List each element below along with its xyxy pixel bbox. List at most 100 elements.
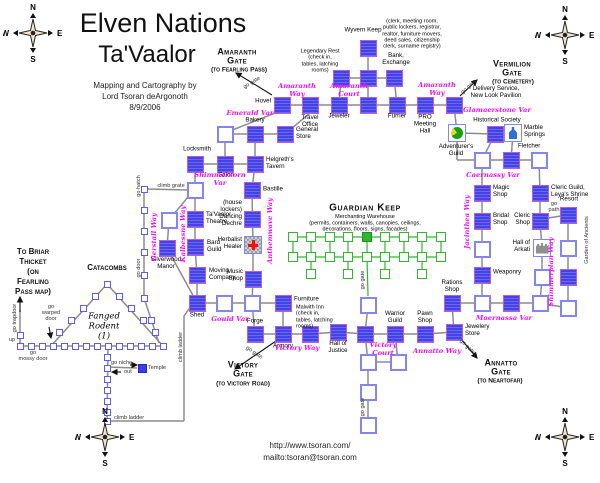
- up-note: up: [8, 336, 16, 343]
- map-credits: Mapping and Cartography by Lord Tsoran d…: [93, 81, 197, 113]
- street-gould-var: Gould Var: [211, 315, 249, 324]
- armory-label: Armory: [273, 342, 293, 350]
- locksmith: [186, 155, 204, 173]
- gerstall-open: [160, 211, 178, 229]
- weaponry-label: Weaponry: [493, 268, 522, 276]
- hall-of-arkati-icon: [535, 242, 549, 254]
- keep-room: [343, 232, 353, 242]
- court-open-e: [389, 353, 407, 371]
- travel-office-label: Travel Office: [301, 114, 319, 128]
- amaranth-way-room: [359, 96, 377, 114]
- cata-sq: [139, 316, 147, 324]
- keep-room: [288, 232, 298, 242]
- keep-room: [417, 252, 427, 262]
- cata-sq: [49, 342, 57, 350]
- temple-label: Temple: [148, 364, 167, 371]
- street-caernassy-var: Caernassy Var: [466, 171, 520, 180]
- street-jacinthea-way: Jacinthea Way: [463, 195, 472, 249]
- adventurers-guild-label: Adventurer's Guild: [438, 143, 474, 157]
- music-shop-label: Music Shop: [226, 268, 243, 282]
- fletcher-row-open-e: [530, 151, 548, 169]
- court-open-bottom: [359, 416, 377, 434]
- svg-text:E: E: [589, 433, 595, 442]
- svg-text:W: W: [535, 433, 541, 442]
- herbalist-healer-icon: [248, 240, 258, 250]
- svg-text:W: W: [3, 29, 9, 38]
- keep-room: [380, 232, 390, 242]
- pro-meeting-hall: [416, 96, 434, 114]
- resort-col-open-2: [559, 299, 577, 317]
- mossy-door-note: go mossy door: [18, 349, 48, 362]
- svg-text:N: N: [562, 407, 568, 416]
- furniture-label: Furniture: [294, 295, 319, 303]
- gould-open-2: [243, 294, 261, 312]
- keep-room: [417, 269, 427, 279]
- jewelery-store-label: Jewelery Store: [465, 323, 490, 337]
- svg-text:N: N: [30, 3, 36, 12]
- dancing-label: (house lockers) Dancing Dechre: [219, 199, 242, 227]
- svg-text:N: N: [102, 407, 108, 416]
- keep-room: [399, 232, 409, 242]
- cata-sq: [82, 342, 90, 350]
- amaranth-gate-title2: Gate: [227, 55, 247, 66]
- path-sq: [140, 185, 148, 193]
- street-amaranth-court: Amaranth Court: [330, 82, 368, 98]
- street-amaranth-way-e: Amaranth Way: [418, 81, 456, 97]
- garden-row-room: [559, 268, 577, 286]
- jeweler-label: Jeweler: [328, 112, 350, 120]
- street-annatto-way: Annatto Way: [412, 347, 462, 356]
- fletcher-row-open-w: [473, 151, 491, 169]
- keep-room: [325, 252, 335, 262]
- dancing-dechre: [243, 210, 261, 228]
- vermilion-gate-title: Vermilion: [492, 58, 532, 69]
- fanged-rodent-label: Fanged Rodent (1): [88, 311, 120, 341]
- wyvern-keep-label: Wyvern Keep: [344, 26, 382, 34]
- go-hatch-note: go hatch: [135, 175, 142, 197]
- out-note: out: [124, 368, 132, 375]
- travel-office: [301, 96, 319, 114]
- shed: [188, 294, 206, 312]
- keep-clerk-note: (clerk, meeting room, public lockers, re…: [382, 18, 442, 50]
- herbalist-healer: [244, 236, 262, 254]
- keep-room: [436, 252, 446, 262]
- bank-exchange: [385, 69, 403, 87]
- salon: [216, 155, 234, 173]
- fletcher: [502, 151, 520, 169]
- jewelery-store: [445, 323, 463, 341]
- hall-of-justice: [329, 323, 347, 341]
- delivery-note: Delivery Service, New Look Pavilion: [470, 85, 522, 99]
- historical-society: [486, 125, 504, 143]
- climb-grate-note: climb grate: [157, 182, 185, 189]
- street-shimmersorn-var: Shimmersorn Var: [194, 171, 246, 187]
- cleric-shop-label: Cleric Shop: [514, 212, 530, 226]
- go-gate-court: go gate: [359, 397, 366, 417]
- street-emerald-var: Emerald Var: [226, 109, 274, 118]
- svg-text:S: S: [562, 459, 568, 467]
- bastille: [243, 181, 261, 199]
- keep-room: [362, 252, 372, 262]
- cata-sq: [93, 342, 101, 350]
- marble-springs-label: Marble Springs: [524, 124, 545, 138]
- keep-room: [306, 269, 316, 279]
- victory-gate-title: Victory: [227, 359, 259, 370]
- keep-exit-open: [359, 296, 377, 314]
- moving-company: [188, 266, 206, 284]
- cata-sq: [151, 328, 159, 336]
- cata-sq: [103, 397, 111, 405]
- svg-text:E: E: [57, 29, 63, 38]
- wyvern-keep: [359, 39, 377, 57]
- path-sq: [16, 331, 24, 339]
- cata-sq: [71, 342, 79, 350]
- pro-hall-label: PRO Meeting Hall: [413, 113, 437, 135]
- street-glamaerstone-var: Glamaerstone Var: [462, 106, 532, 115]
- bank-label: Bank, Exchange: [382, 52, 410, 66]
- hall-of-arkati-label: Hall of Arkati: [512, 239, 530, 253]
- bard-guild: [186, 238, 204, 256]
- annatto-gate-title: Annatto: [484, 357, 518, 368]
- cleric-guild-label: Cleric Guild, Leya's Shrine: [551, 184, 589, 198]
- warrior-guild-label: Warrior Guild: [384, 310, 406, 324]
- bastille-label: Bastille: [263, 185, 283, 193]
- victory-gate-title2: Gate: [233, 368, 253, 379]
